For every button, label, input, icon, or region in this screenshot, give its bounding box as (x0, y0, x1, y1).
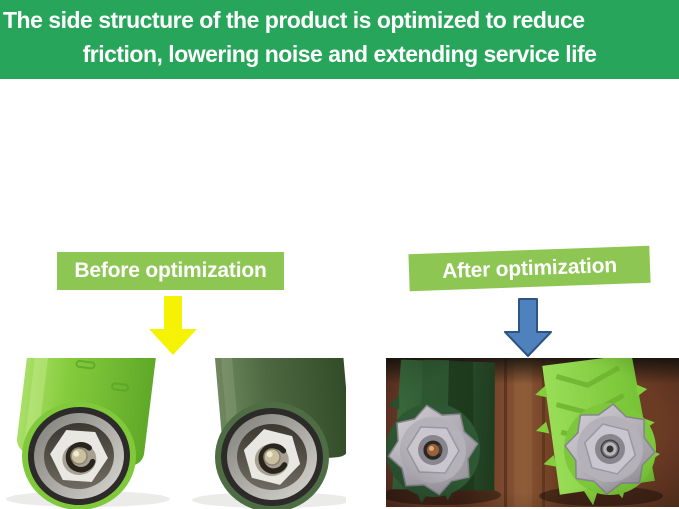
after-photo (381, 354, 679, 507)
yellow-arrow-shape (149, 296, 197, 355)
after-optimization-label: After optimization (408, 245, 651, 292)
after-photo-illustration (381, 354, 679, 507)
banner-line-1: The side structure of the product is opt… (3, 7, 585, 33)
photo-vignette (386, 358, 679, 507)
before-photo (0, 301, 352, 509)
yellow-down-arrow-icon (149, 296, 197, 355)
blue-arrow-shape (504, 298, 552, 357)
before-photo-illustration (6, 301, 352, 509)
before-optimization-label: Before optimization (57, 252, 284, 290)
header-banner: The side structure of the product is opt… (0, 0, 679, 79)
banner-line-2: friction, lowering noise and extending s… (82, 41, 597, 67)
blue-down-arrow-icon (504, 298, 552, 357)
